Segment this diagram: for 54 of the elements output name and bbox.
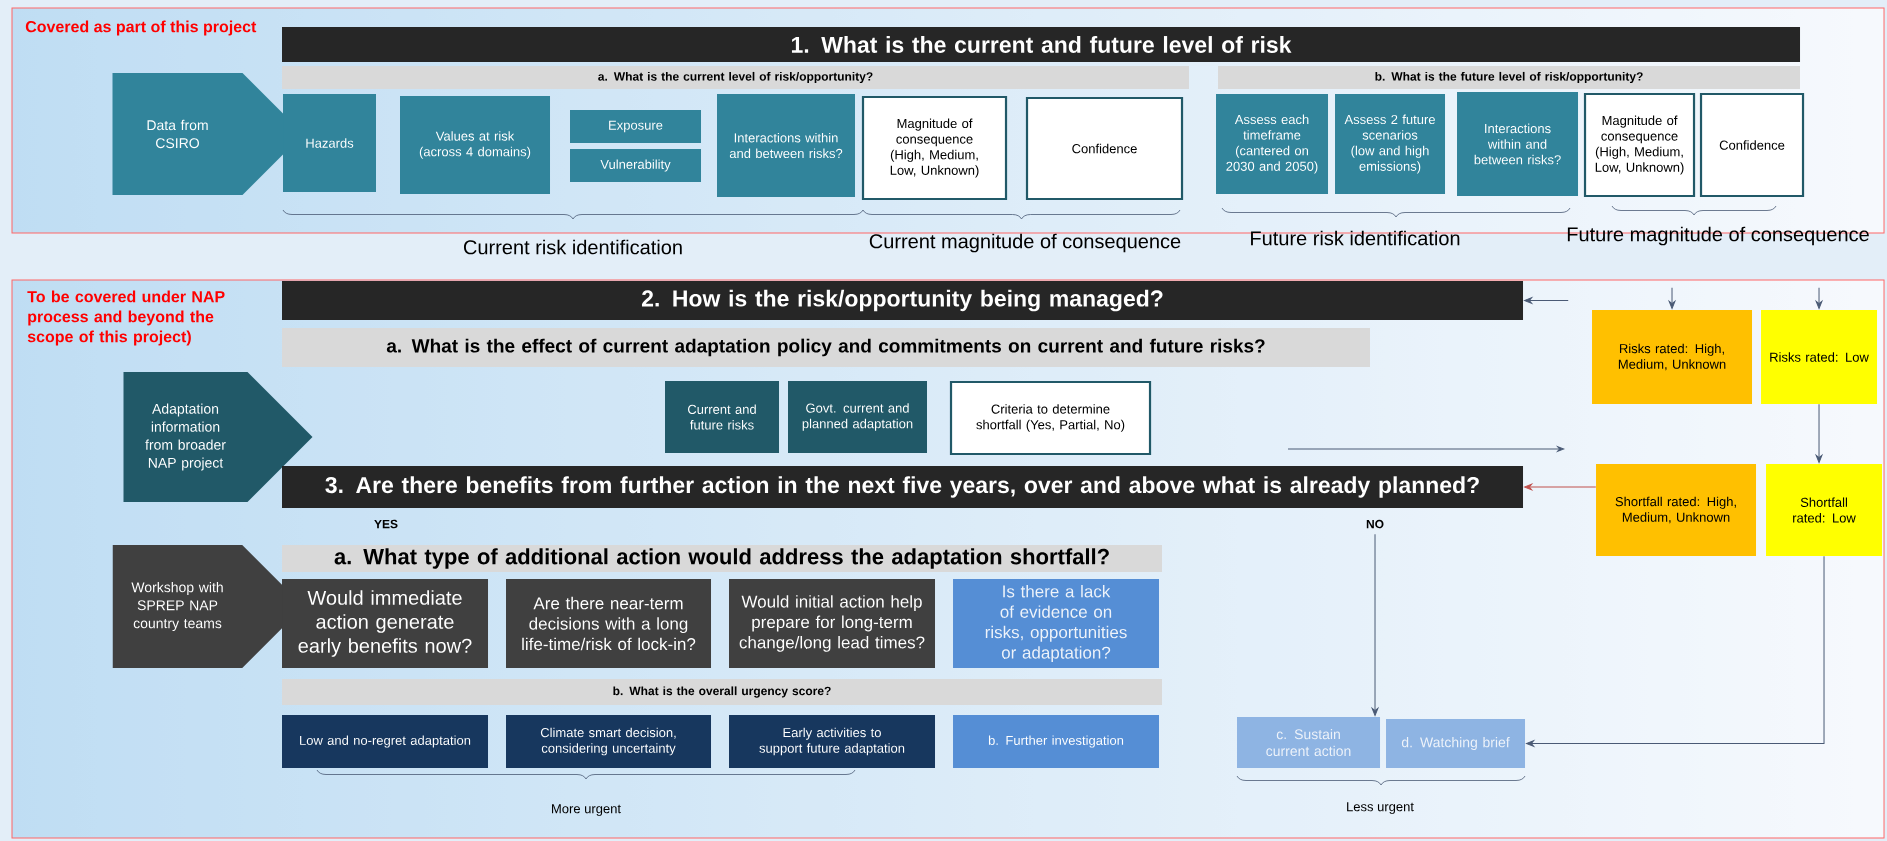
outcome-box: Low and no-regret adaptation <box>282 715 488 768</box>
process-box: Confidence <box>1699 92 1805 198</box>
outcome-box: Early activities to support future adaptation <box>729 715 935 768</box>
brace-label: Current magnitude of consequence <box>869 233 1181 253</box>
arrow <box>1815 287 1823 309</box>
subheading-bar: a. What type of additional action would address the adaptation shortfall? <box>282 545 1162 572</box>
subheading-bar: a. What is the effect of current adaptation policy and commitments on current and future risks? <box>282 328 1370 367</box>
process-box: Interactions within and between risks? <box>717 94 855 197</box>
process-box: Assess 2 future scenarios (low and high emissions) <box>1335 94 1445 194</box>
arrow <box>1524 297 1569 304</box>
process-box: Magnitude of consequence (High, Medium, Low, Unknown) <box>861 95 1008 201</box>
arrow <box>1668 287 1676 309</box>
rating-box: Shortfall rated: Low <box>1766 464 1882 556</box>
outcome-box: c. Sustain current action <box>1237 717 1380 768</box>
process-box: Govt. current and planned adaptation <box>788 381 927 453</box>
heading-bar: 3. Are there benefits from further action in the next five years, over and above what is already planned? <box>282 466 1523 508</box>
rating-box: Risks rated: High, Medium, Unknown <box>1592 310 1752 404</box>
arrow <box>1526 555 1825 747</box>
branch-label: NO <box>1366 519 1384 529</box>
subheading-bar: a. What is the current level of risk/opportunity? <box>282 66 1189 89</box>
question-box: Are there near-term decisions with a long life-time/risk of lock-in? <box>506 579 711 668</box>
question-box: Is there a lack of evidence on risks, opportunities or adaptation? <box>953 579 1159 668</box>
process-box: Confidence <box>1025 96 1184 201</box>
question-box: Would immediate action generate early benefits now? <box>282 579 488 668</box>
brace-label: Future risk identification <box>1251 230 1460 246</box>
process-box: Hazards <box>283 94 376 192</box>
brace-label: More urgent <box>552 804 621 816</box>
heading-bar: 2. How is the risk/opportunity being managed? <box>282 281 1523 320</box>
process-box: Magnitude of consequence (High, Medium, Low, Unknown) <box>1583 92 1696 198</box>
process-box: Exposure <box>570 110 701 143</box>
process-box: Values at risk (across 4 domains) <box>400 96 550 194</box>
panel-caption: Covered as part of this project <box>25 20 257 36</box>
arrow <box>1371 533 1379 716</box>
brace-label: Current risk identification <box>464 239 682 255</box>
arrow <box>1815 403 1823 463</box>
branch-label: YES <box>374 519 398 529</box>
process-box: Current and future risks <box>665 381 779 453</box>
outcome-box: d. Watching brief <box>1386 719 1525 768</box>
arrow <box>1524 483 1597 491</box>
process-box: Vulnerability <box>570 149 701 182</box>
question-box: Would initial action help prepare for long-term change/long lead times? <box>729 579 935 668</box>
process-box: Criteria to determine shortfall (Yes, Partial, No) <box>949 380 1152 456</box>
subheading-bar: b. What is the overall urgency score? <box>282 679 1162 705</box>
subheading-bar: b. What is the future level of risk/opportunity? <box>1218 66 1800 89</box>
brace-label: Future magnitude of consequence <box>1567 226 1869 246</box>
rating-box: Risks rated: Low <box>1761 310 1877 404</box>
rating-box: Shortfall rated: High, Medium, Unknown <box>1596 464 1756 556</box>
heading-bar: 1. What is the current and future level of risk <box>282 27 1800 62</box>
process-box: Assess each timeframe (cantered on 2030 and 2050) <box>1216 94 1328 194</box>
outcome-box: b. Further investigation <box>953 715 1159 768</box>
process-box: Interactions within and between risks? <box>1457 92 1578 196</box>
brace-label: Less urgent <box>1347 802 1414 814</box>
panel-caption: To be covered under NAP process and beyond the scope of this project) <box>27 290 225 346</box>
outcome-box: Climate smart decision, considering uncertainty <box>506 715 711 768</box>
